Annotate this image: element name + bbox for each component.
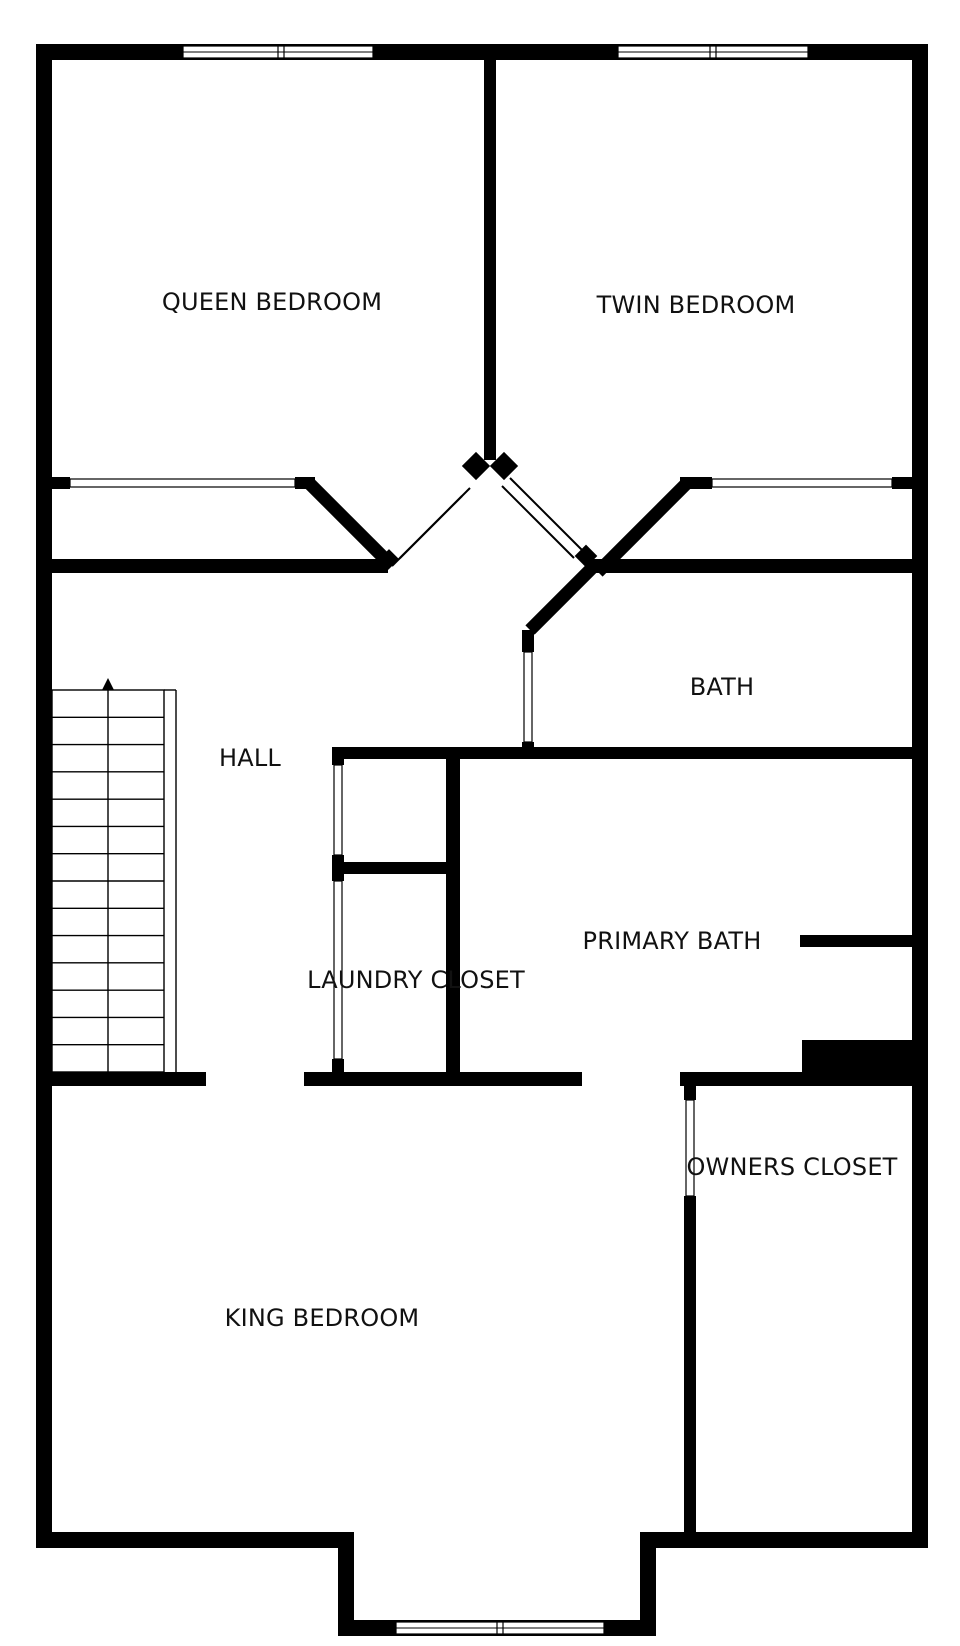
wall-queen-twin xyxy=(484,60,496,460)
exterior-walls xyxy=(36,44,928,1636)
laundry-door-upper xyxy=(333,764,343,856)
interior-walls-mid xyxy=(332,747,912,1082)
wall-laundry-shelf xyxy=(332,862,452,874)
wall-primary-bath-left xyxy=(446,747,460,1077)
owners-closet-door xyxy=(685,1099,695,1197)
interior-walls-bath xyxy=(332,561,912,759)
label-king-bedroom: KING BEDROOM xyxy=(225,1304,420,1332)
wall-queen-closet-bottom xyxy=(52,559,388,573)
interior-walls-king xyxy=(52,1072,912,1532)
stair-arrow xyxy=(102,678,114,690)
wall-primary-bath-stub xyxy=(800,935,912,947)
window-queen xyxy=(182,45,374,59)
label-owners-closet: OWNERS CLOSET xyxy=(686,1153,897,1181)
wall-bath-top xyxy=(590,559,912,573)
label-hall: HALL xyxy=(219,744,281,772)
interior-walls-upper xyxy=(52,60,912,577)
wall-bath-bottom xyxy=(332,747,912,759)
window-twin xyxy=(617,45,809,59)
queen-closet-door xyxy=(69,478,296,488)
label-queen-bedroom: QUEEN BEDROOM xyxy=(162,288,382,316)
wall-bay-right xyxy=(640,1532,656,1636)
label-primary-bath: PRIMARY BATH xyxy=(583,927,762,955)
wall-bay-left xyxy=(338,1532,354,1636)
room-labels: QUEEN BEDROOM TWIN BEDROOM BATH HALL PRI… xyxy=(162,288,898,1332)
twin-closet-door xyxy=(711,478,893,488)
wall-right xyxy=(912,44,928,1548)
window-king xyxy=(395,1621,605,1635)
windows xyxy=(182,45,809,1635)
wall-left xyxy=(36,44,52,1548)
label-laundry-closet: LAUNDRY CLOSET xyxy=(307,966,525,994)
wall-bottom-left xyxy=(36,1532,354,1548)
wall-owners-closet xyxy=(684,1196,696,1532)
bath-door xyxy=(523,651,533,743)
label-twin-bedroom: TWIN BEDROOM xyxy=(596,291,796,319)
wall-bottom-right xyxy=(640,1532,928,1548)
staircase xyxy=(51,689,177,1073)
label-bath: BATH xyxy=(690,673,755,701)
